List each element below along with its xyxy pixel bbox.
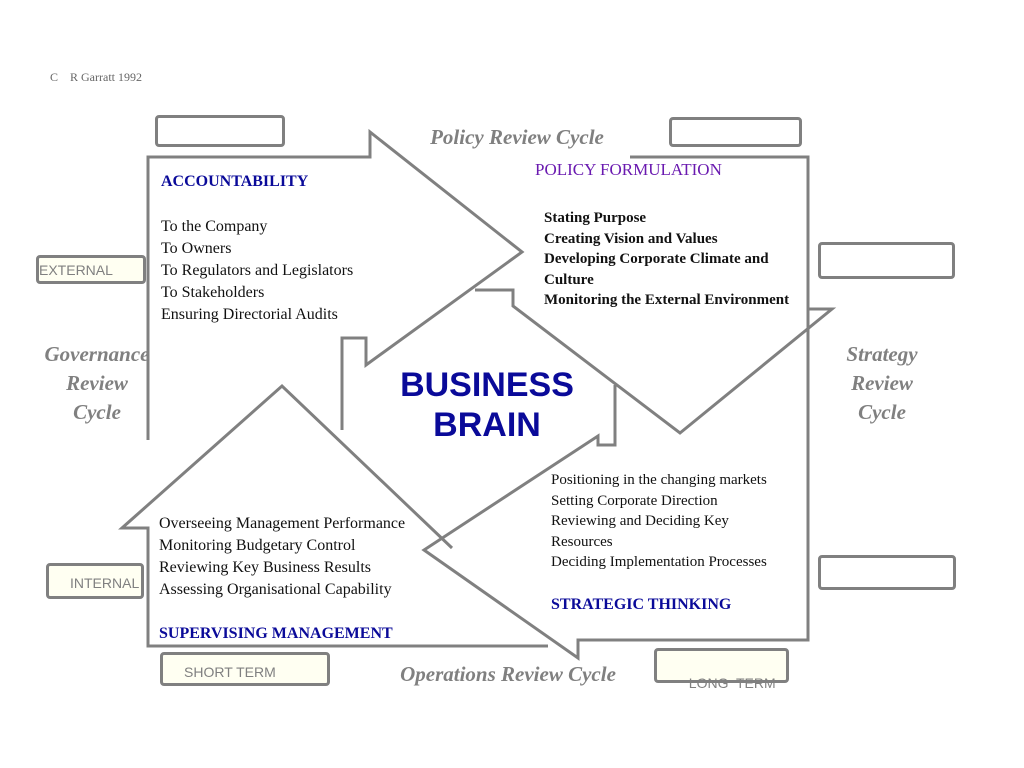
governance-title-line-1: Governance [44, 342, 150, 366]
internal-tag-label: INTERNAL [70, 575, 140, 591]
long-term-tag-label: LONG TERM [688, 675, 776, 691]
top-left-empty-box [155, 115, 285, 147]
policy-formulation-heading: POLICY FORMULATION [535, 160, 722, 179]
accountability-heading: ACCOUNTABILITY [161, 173, 309, 190]
governance-title-line-2: Review [66, 371, 128, 395]
right-upper-empty-box [818, 242, 955, 279]
right-lower-empty-box [818, 555, 956, 590]
policy-review-cycle-title: Policy Review Cycle [430, 125, 604, 149]
accountability-item: To Stakeholders [161, 284, 265, 301]
supervising-management-list: Overseeing Management Performance Monito… [159, 513, 405, 601]
policy-formulation-item: Stating Purpose [544, 210, 647, 226]
strategic-thinking-list: Positioning in the changing markets Sett… [551, 470, 767, 573]
copyright-note: C R Garratt 1992 [50, 70, 142, 84]
strategy-review-cycle-title: Strategy Review Cycle [817, 340, 947, 427]
policy-formulation-list: Stating Purpose Creating Vision and Valu… [544, 208, 789, 311]
governance-title-line-3: Cycle [73, 400, 121, 424]
operations-cycle-arrow [421, 385, 808, 661]
supervising-management-item: Monitoring Budgetary Control [159, 537, 356, 554]
strategic-thinking-item: Positioning in the changing markets [551, 472, 767, 488]
external-tag-label: EXTERNAL [39, 262, 113, 278]
short-term-tag-label: SHORT TERM [184, 664, 276, 680]
business-brain-label: BUSINESS BRAIN [377, 365, 597, 445]
policy-cycle-arrow [146, 128, 525, 440]
policy-formulation-item: Creating Vision and Values [544, 230, 718, 247]
accountability-item: To Regulators and Legislators [161, 262, 354, 279]
supervising-management-heading: SUPERVISING MANAGEMENT [159, 625, 393, 642]
accountability-item: Ensuring Directorial Audits [161, 306, 338, 323]
supervising-management-item: Assessing Organisational Capability [159, 581, 392, 598]
long-term-tag: LONG TERM [654, 648, 789, 691]
governance-cycle-arrow [118, 383, 548, 648]
strategic-thinking-item: Deciding Implementation Processes [551, 554, 767, 570]
policy-formulation-item: Developing Corporate Climate and [544, 251, 769, 267]
short-term-tag: SHORT TERM [160, 652, 330, 686]
strategy-title-line-3: Cycle [858, 400, 906, 424]
operations-review-cycle-title: Operations Review Cycle [400, 662, 616, 686]
strategic-thinking-item: Resources [551, 533, 613, 550]
policy-formulation-item: Monitoring the External Environment [544, 292, 790, 308]
strategy-title-line-1: Strategy [846, 342, 918, 366]
strategic-thinking-item: Setting Corporate Direction [551, 492, 718, 509]
external-tag: EXTERNAL [36, 255, 146, 284]
accountability-list: To the Company To Owners To Regulators a… [161, 216, 353, 326]
business-brain-line-2: BRAIN [433, 406, 541, 444]
strategy-title-line-2: Review [851, 371, 913, 395]
policy-formulation-item: Culture [544, 271, 594, 288]
accountability-item: To the Company [161, 218, 268, 235]
accountability-item: To Owners [161, 240, 232, 257]
supervising-management-item: Reviewing Key Business Results [159, 559, 371, 576]
strategic-thinking-item: Reviewing and Deciding Key [551, 513, 729, 529]
business-brain-line-1: BUSINESS [400, 366, 574, 404]
governance-review-cycle-title: Governance Review Cycle [32, 340, 162, 427]
top-right-empty-box [669, 117, 802, 147]
strategic-thinking-heading: STRATEGIC THINKING [551, 596, 732, 613]
internal-tag: INTERNAL [46, 563, 144, 599]
strategy-cycle-arrow-right-edge [780, 309, 810, 642]
supervising-management-item: Overseeing Management Performance [159, 515, 406, 532]
strategy-cycle-arrow [475, 155, 837, 435]
